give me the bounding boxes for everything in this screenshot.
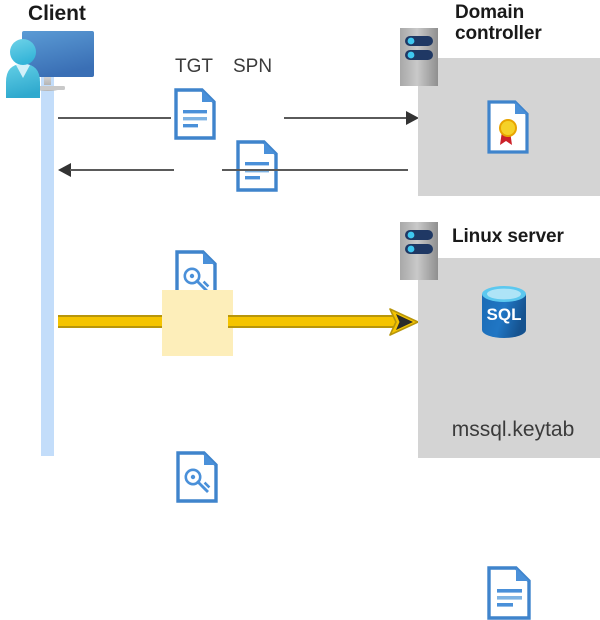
request-line-left bbox=[58, 117, 171, 119]
response-line-left bbox=[70, 169, 174, 171]
spn-document-icon bbox=[236, 140, 278, 192]
domain-controller-server-rack-icon bbox=[400, 28, 438, 86]
client-title: Client bbox=[28, 2, 86, 25]
client-lifeline bbox=[41, 66, 54, 456]
linux-server-title: Linux server bbox=[452, 226, 564, 247]
keytab-document-icon bbox=[487, 566, 531, 620]
spn-label: SPN bbox=[233, 56, 273, 77]
sql-database-icon: SQL bbox=[477, 284, 531, 340]
tgt-document-icon bbox=[174, 88, 216, 140]
response-line-right bbox=[222, 169, 408, 171]
service-ticket-line-left bbox=[58, 315, 165, 328]
service-ticket-highlight bbox=[162, 290, 233, 356]
keytab-filename-label: mssql.keytab bbox=[451, 418, 575, 441]
request-arrowhead-icon bbox=[406, 111, 419, 125]
domain-controller-title-line1: Domain bbox=[455, 2, 525, 23]
response-arrowhead-icon bbox=[58, 163, 71, 177]
domain-controller-title: Domain controller bbox=[455, 2, 600, 45]
request-line-right bbox=[284, 117, 408, 119]
domain-controller-title-line2: controller bbox=[455, 23, 542, 45]
svg-text:SQL: SQL bbox=[487, 305, 522, 324]
linux-server-rack-icon bbox=[400, 222, 438, 280]
certificate-icon bbox=[487, 100, 529, 154]
service-ticket-arrowhead-icon bbox=[389, 307, 419, 337]
client-computer-user-icon bbox=[0, 26, 100, 98]
service-ticket-line-right bbox=[228, 315, 395, 328]
tgt-label: TGT bbox=[175, 56, 213, 77]
service-ticket-document-key-icon bbox=[176, 451, 218, 503]
